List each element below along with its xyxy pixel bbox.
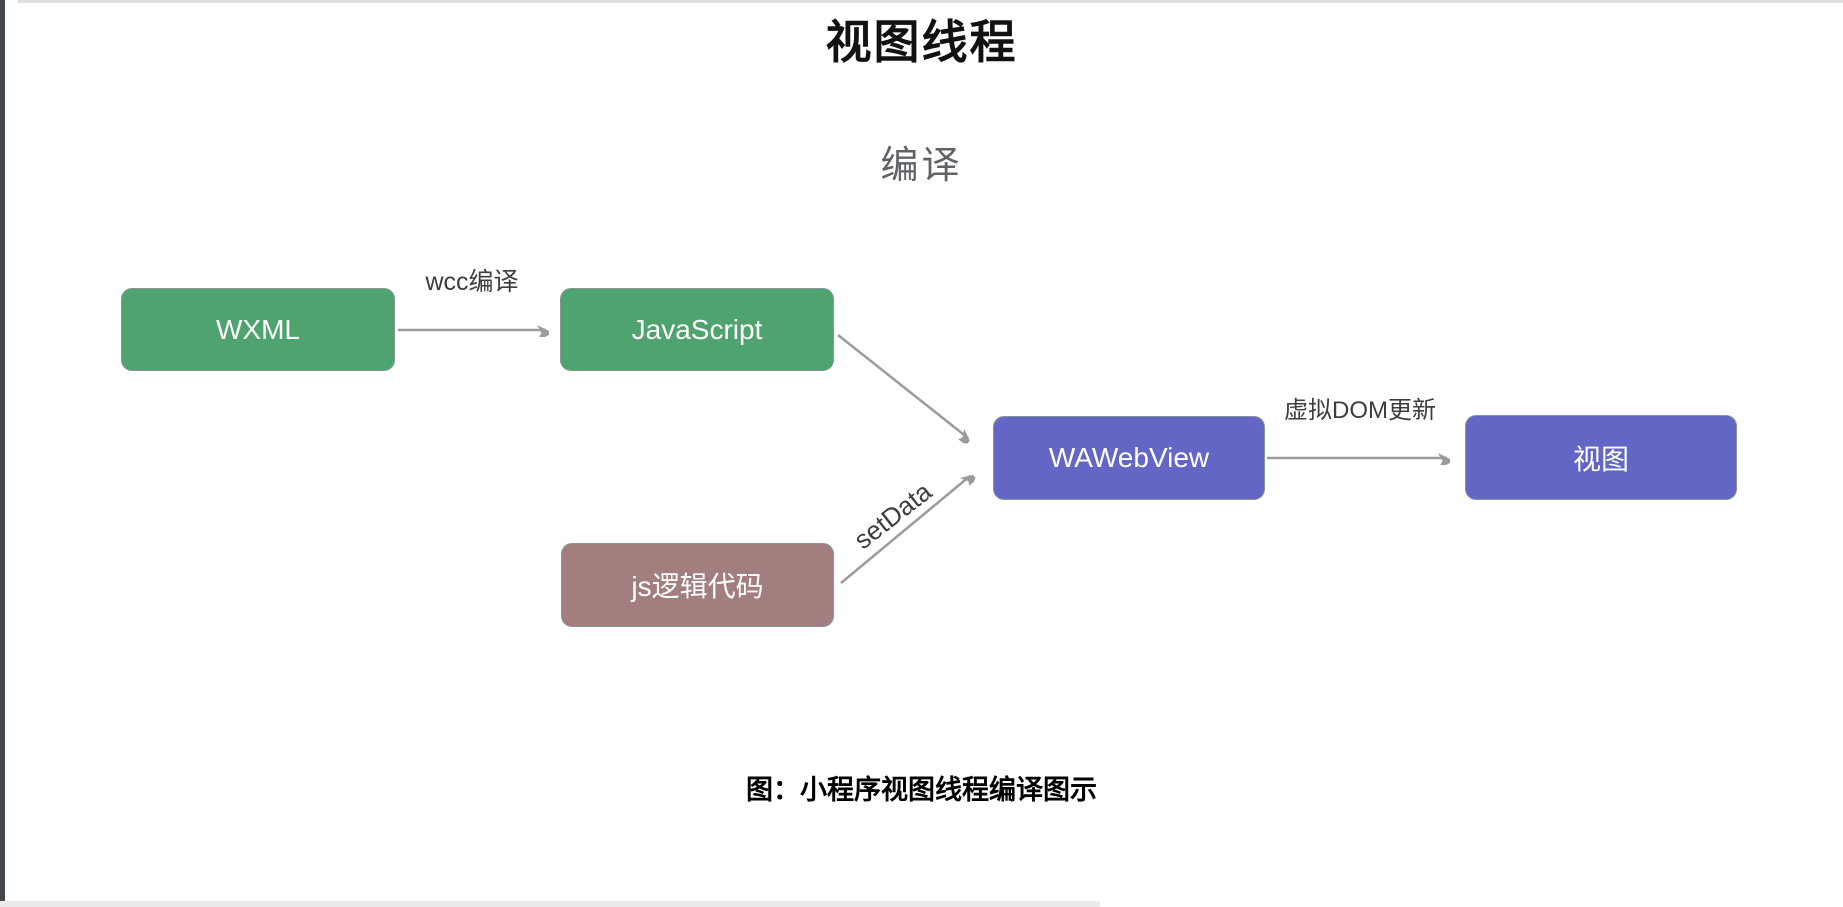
bottom-window-edge <box>0 901 1100 907</box>
top-window-edge <box>18 0 1843 3</box>
node-view: 视图 <box>1465 415 1737 500</box>
node-javascript-label: JavaScript <box>631 313 763 345</box>
node-view-label: 视图 <box>1572 443 1629 475</box>
page-title: 视图线程 <box>825 16 1018 68</box>
edge-label-setdata: setData <box>848 476 938 556</box>
section-subtitle: 编译 <box>880 145 963 187</box>
node-js-logic-label: js逻辑代码 <box>631 571 764 602</box>
node-wawebview-label: WAWebView <box>1048 442 1210 473</box>
edge-label-virtual-dom-update: 虚拟DOM更新 <box>1284 397 1436 424</box>
left-window-edge <box>0 0 5 907</box>
node-javascript: JavaScript <box>560 288 834 371</box>
node-wxml: WXML <box>121 288 395 371</box>
arrow-javascript-to-wawebview <box>837 334 968 438</box>
node-wawebview: WAWebView <box>993 416 1265 500</box>
node-js-logic: js逻辑代码 <box>561 543 834 627</box>
edge-label-wcc-compile: wcc编译 <box>425 268 519 296</box>
figure-caption: 图：小程序视图线程编译图示 <box>746 775 1097 805</box>
node-wxml-label: WXML <box>216 313 300 345</box>
